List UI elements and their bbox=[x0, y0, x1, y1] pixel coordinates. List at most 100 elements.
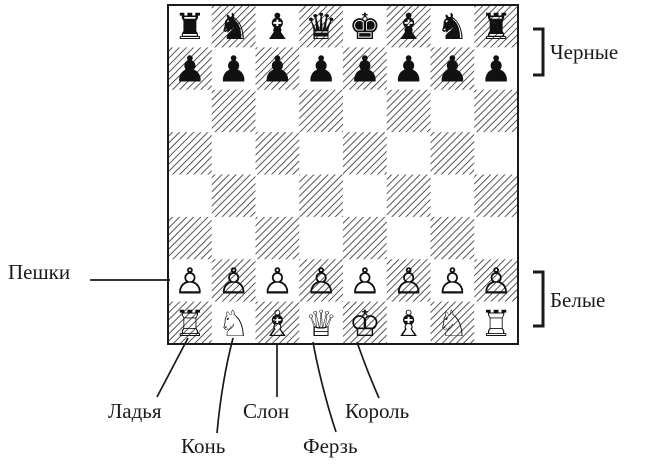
chess-piece: ♙ bbox=[305, 261, 337, 302]
light-square bbox=[430, 259, 475, 302]
light-square bbox=[168, 174, 212, 218]
bishop-label: Слон bbox=[243, 399, 289, 423]
dark-square bbox=[255, 301, 300, 345]
chess-piece: ♙ bbox=[217, 261, 249, 302]
chess-piece: ♗ bbox=[392, 304, 424, 345]
light-square bbox=[430, 89, 475, 133]
light-square bbox=[211, 132, 256, 175]
dark-square bbox=[474, 89, 519, 133]
chess-piece: ♘ bbox=[436, 304, 468, 345]
chess-piece: ♛ bbox=[305, 7, 337, 48]
chess-piece: ♗ bbox=[261, 304, 293, 345]
light-square bbox=[211, 216, 256, 260]
dark-square bbox=[299, 259, 344, 302]
dark-square bbox=[168, 132, 212, 175]
white-side-bracket bbox=[533, 270, 545, 328]
knight-pointer-line bbox=[216, 337, 234, 434]
light-square bbox=[168, 89, 212, 133]
dark-square bbox=[474, 259, 519, 302]
chess-pieces: ♜♞♝♛♚♝♞♜♟♟♟♟♟♟♟♟♙♙♙♙♙♙♙♙♖♘♗♕♔♗♘♖ bbox=[174, 7, 513, 345]
dark-square bbox=[343, 301, 387, 345]
chess-piece: ♟ bbox=[174, 50, 206, 91]
light-square bbox=[255, 259, 300, 302]
dark-square bbox=[386, 89, 431, 133]
dark-square bbox=[255, 132, 300, 175]
dark-square bbox=[430, 47, 475, 90]
light-square bbox=[474, 301, 519, 345]
light-square bbox=[474, 216, 519, 260]
dark-square bbox=[168, 47, 212, 90]
dark-square bbox=[255, 47, 300, 90]
dark-square bbox=[430, 132, 475, 175]
chess-piece: ♟ bbox=[480, 50, 512, 91]
light-square bbox=[299, 216, 344, 260]
dark-square bbox=[343, 216, 387, 260]
dark-square bbox=[474, 174, 519, 218]
light-square bbox=[386, 132, 431, 175]
light-square bbox=[299, 132, 344, 175]
dark-square bbox=[211, 174, 256, 218]
chess-piece: ♞ bbox=[436, 7, 468, 48]
chess-piece: ♟ bbox=[436, 50, 468, 91]
light-square bbox=[474, 47, 519, 90]
light-square bbox=[430, 5, 475, 48]
dark-square bbox=[474, 5, 519, 48]
light-square bbox=[343, 259, 387, 302]
chess-piece: ♙ bbox=[261, 261, 293, 302]
chess-piece: ♟ bbox=[217, 50, 249, 91]
light-square bbox=[255, 174, 300, 218]
chess-piece: ♟ bbox=[392, 50, 424, 91]
dark-square bbox=[299, 89, 344, 133]
chess-piece: ♟ bbox=[349, 50, 381, 91]
rook-label: Ладья bbox=[108, 399, 162, 423]
knight-label: Конь bbox=[181, 434, 225, 458]
dark-square bbox=[168, 216, 212, 260]
dark-square bbox=[211, 89, 256, 133]
dark-square bbox=[386, 174, 431, 218]
light-square bbox=[211, 47, 256, 90]
chess-piece: ♜ bbox=[174, 7, 206, 48]
chess-piece: ♙ bbox=[436, 261, 468, 302]
chess-piece: ♖ bbox=[480, 304, 512, 345]
chess-piece: ♟ bbox=[261, 50, 293, 91]
light-square bbox=[255, 5, 300, 48]
chess-piece: ♝ bbox=[392, 7, 424, 48]
black-side-label: Черные bbox=[550, 40, 618, 64]
dark-square bbox=[299, 5, 344, 48]
dark-square bbox=[343, 47, 387, 90]
chess-piece: ♙ bbox=[480, 261, 512, 302]
dark-square bbox=[168, 301, 212, 345]
dark-square bbox=[299, 174, 344, 218]
dark-square bbox=[430, 301, 475, 345]
dark-square bbox=[343, 132, 387, 175]
queen-label: Ферзь bbox=[303, 434, 358, 458]
light-square bbox=[299, 301, 344, 345]
light-square bbox=[255, 89, 300, 133]
light-square bbox=[386, 301, 431, 345]
dark-square bbox=[430, 216, 475, 260]
dark-square bbox=[386, 5, 431, 48]
light-square bbox=[386, 216, 431, 260]
chess-piece: ♚ bbox=[349, 7, 381, 48]
chess-piece: ♔ bbox=[349, 304, 381, 345]
queen-pointer-line bbox=[312, 341, 337, 433]
light-square bbox=[168, 259, 212, 302]
king-label: Король bbox=[345, 399, 409, 423]
chess-piece: ♙ bbox=[349, 261, 381, 302]
light-square bbox=[299, 47, 344, 90]
dark-square bbox=[211, 259, 256, 302]
rook-pointer-line bbox=[156, 337, 189, 398]
light-square bbox=[343, 5, 387, 48]
dark-square bbox=[386, 259, 431, 302]
chess-piece: ♜ bbox=[480, 7, 512, 48]
dark-square bbox=[211, 5, 256, 48]
chess-piece: ♞ bbox=[217, 7, 249, 48]
light-square bbox=[211, 301, 256, 345]
light-square bbox=[474, 132, 519, 175]
light-square bbox=[386, 47, 431, 90]
chess-piece: ♝ bbox=[261, 7, 293, 48]
chess-piece: ♘ bbox=[217, 304, 249, 345]
white-side-label: Белые bbox=[550, 288, 605, 312]
light-square bbox=[430, 174, 475, 218]
